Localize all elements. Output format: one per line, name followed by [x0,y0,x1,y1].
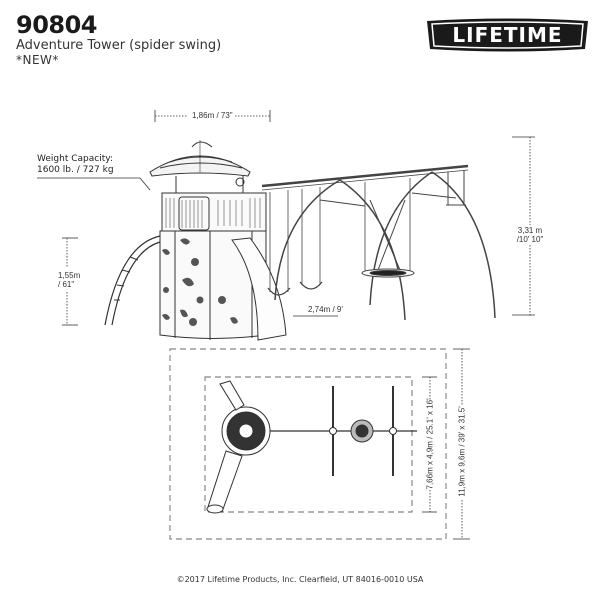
swing-beam-height-label: 2,74m / 9' [308,305,343,314]
play-area-dimension-label: 7,66m x 4,9m / 25.1' x 16' [425,398,435,490]
safety-zone-outline [169,348,447,540]
logo-text: LIFETIME [452,23,563,47]
footprint-plan [169,348,447,540]
play-area-outline [204,376,413,513]
model-number: 90804 [16,11,98,39]
weight-capacity-label: Weight Capacity: [37,154,113,164]
deck-height-imperial: / 61" [58,280,75,289]
lifetime-logo: LIFETIME [425,18,590,52]
swing-set [261,164,496,321]
header: 90804 Adventure Tower (spider swing) *NE… [16,12,221,67]
tower-width-dimension-line [154,110,271,122]
new-badge: *NEW* [16,53,59,67]
copyright-footer: ©2017 Lifetime Products, Inc. Clearfield… [176,575,424,584]
tower-width-label: 1,86m / 73" [192,111,233,120]
deck-height-metric: 1,55m [58,271,81,280]
overall-height-metric: 3,31 m [517,226,543,235]
product-name: Adventure Tower (spider swing) [16,38,222,53]
logo-badge-icon [427,18,588,52]
deck-height-label: 1,55m / 61" [58,271,80,289]
weight-capacity: Weight Capacity: 1600 lb. / 727 kg [37,154,114,176]
tower [104,140,287,341]
safety-zone-dimension-label: 11,9m x 9,6m / 39' x 31.5' [457,406,467,497]
overall-height-imperial: /10' 10" [516,235,544,244]
overall-height-label: 3,31 m /10' 10" [512,226,548,244]
weight-capacity-value: 1600 lb. / 727 kg [37,165,114,175]
